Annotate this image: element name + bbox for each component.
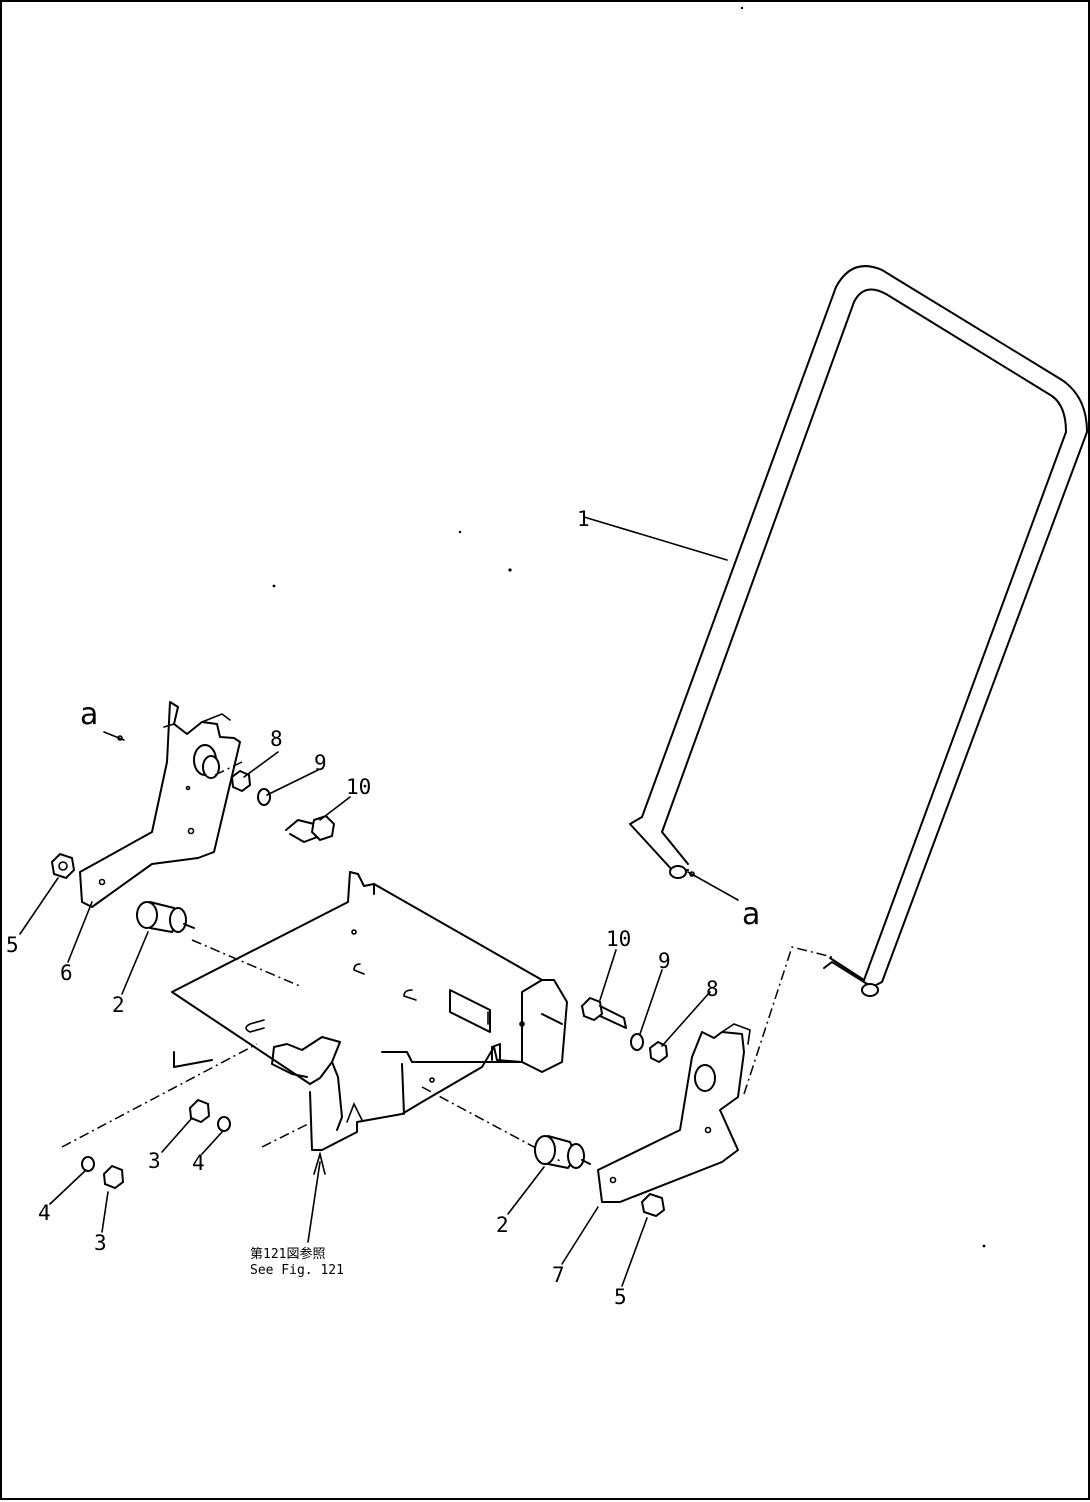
callout-3-lower: 3 — [94, 1231, 107, 1255]
nut-3-upper — [188, 1098, 211, 1124]
bolt-10-right — [580, 996, 627, 1029]
callout-5-right: 5 — [614, 1285, 627, 1309]
washer-4-upper — [217, 1116, 231, 1132]
nut-5-right — [640, 1192, 666, 1218]
nut-8-right — [648, 1040, 669, 1064]
handrail-bar — [629, 265, 1088, 997]
washer-9-left — [257, 788, 271, 806]
callout-a-right: a — [742, 897, 760, 932]
hardware — [50, 769, 669, 1218]
callout-9-left: 9 — [314, 751, 327, 775]
base-plate — [171, 871, 568, 1151]
bolt-10-left — [285, 814, 336, 843]
callout-3-upper: 3 — [148, 1149, 161, 1173]
callout-6: 6 — [60, 961, 73, 985]
callout-2-right: 2 — [496, 1213, 509, 1237]
bracket-left — [79, 701, 241, 908]
callout-4-lower: 4 — [38, 1201, 51, 1225]
nut-5-left — [50, 852, 76, 880]
callout-8-right: 8 — [706, 977, 719, 1001]
washer-4-lower — [81, 1156, 95, 1172]
callout-10-left: 10 — [346, 775, 371, 799]
callout-1: 1 — [577, 507, 590, 531]
callout-9-right: 9 — [658, 949, 671, 973]
callout-8-left: 8 — [270, 727, 283, 751]
callout-7: 7 — [552, 1263, 565, 1287]
washer-9-right — [630, 1033, 644, 1051]
assembly-lines — [61, 761, 833, 1163]
reference-note-jp: 第121図参照 — [250, 1246, 325, 1262]
nut-3-lower — [102, 1164, 125, 1190]
rubber-mount-left — [136, 901, 195, 933]
bracket-right — [597, 1023, 751, 1203]
leader-lines — [19, 516, 739, 1287]
rubber-mount-right — [534, 1135, 591, 1169]
reference-note-en: See Fig. 121 — [250, 1263, 344, 1278]
print-specks — [272, 6, 986, 1248]
callout-5-left: 5 — [6, 933, 19, 957]
callout-2-left: 2 — [112, 993, 125, 1017]
callout-10-right: 10 — [606, 927, 631, 951]
callout-4-upper: 4 — [192, 1151, 205, 1175]
callout-labels: 1 a a 8 9 10 5 6 2 10 9 8 3 4 4 3 2 7 5 … — [6, 507, 760, 1309]
callout-a-left: a — [80, 697, 98, 732]
